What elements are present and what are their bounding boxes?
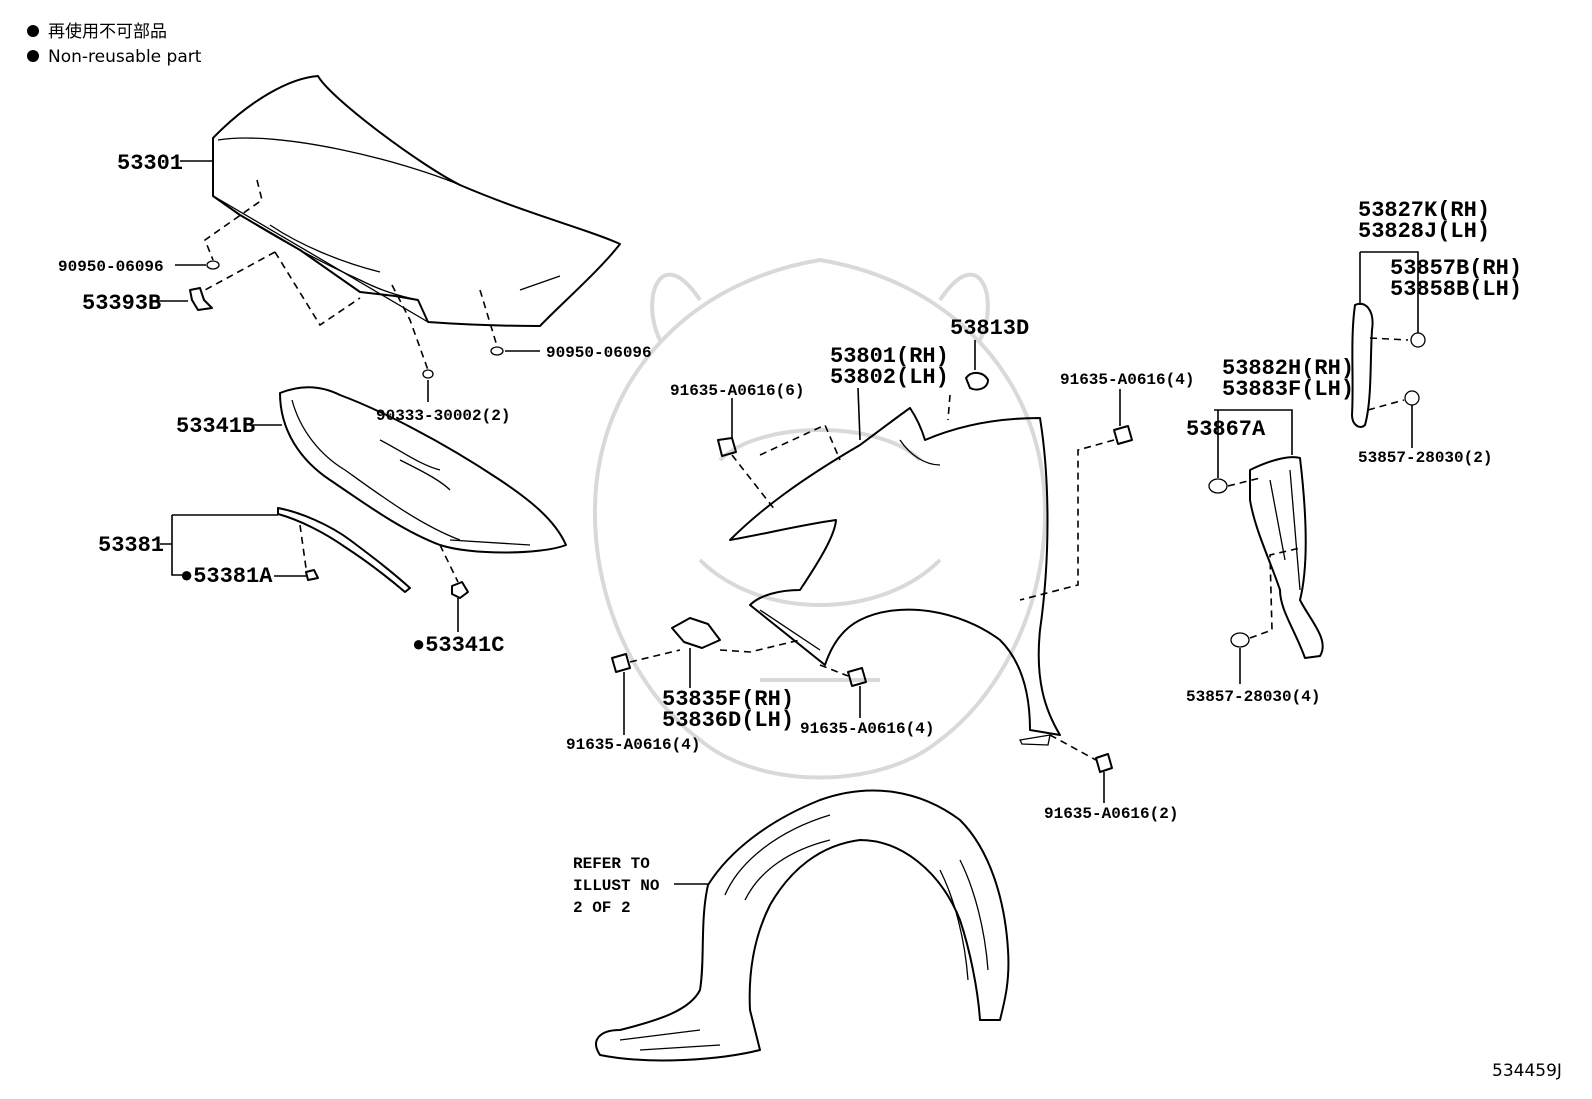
fender-bolts [611,372,1133,773]
label-53857-2: 53857-28030(2) [1358,449,1492,467]
hood-insulator [279,386,567,554]
label-91635-4a: 91635-A0616(4) [1060,371,1194,389]
label-53867A: 53867A [1186,417,1266,442]
label-53813D: 53813D [950,316,1029,341]
hood-seal [277,507,411,593]
label-53835F: 53835F(RH) [662,687,794,712]
part-labels: 53301 90950-06096 53393B 90950-06096 903… [58,151,1562,1081]
label-53301: 53301 [117,151,183,176]
label-53836D: 53836D(LH) [662,708,794,733]
diagram-id: 534459J [1492,1061,1562,1081]
legend-japanese: 再使用不可部品 [48,21,167,42]
legend-english: Non-reusable part [48,47,202,67]
label-91635-4c: 91635-A0616(4) [800,720,934,738]
fender-bracket [671,617,721,649]
label-53827K: 53827K(RH) [1358,198,1490,223]
label-53857B: 53857B(RH) [1390,256,1522,281]
label-53381A: ●53381A [180,564,273,589]
refer-note-line-3: 2 OF 2 [573,899,631,917]
fender-liner [595,789,1010,1062]
label-53858B: 53858B(LH) [1390,277,1522,302]
clips-hood-area [189,260,504,599]
front-fender [729,407,1061,746]
fender-seal [1208,456,1324,659]
leader-lines [156,160,1419,885]
label-91635-6: 91635-A0616(6) [670,382,804,400]
non-reusable-dot-icon [27,25,39,37]
label-53828J: 53828J(LH) [1358,219,1490,244]
label-53802: 53802(LH) [830,365,949,390]
legend: 再使用不可部品 Non-reusable part [27,21,202,67]
label-90333-30002: 90333-30002(2) [376,407,510,425]
label-53801: 53801(RH) [830,344,949,369]
hood-panel [212,75,621,327]
fender-dashes [629,394,1115,761]
refer-note-line-2: ILLUST NO [573,877,660,895]
label-90950-06096-a: 90950-06096 [58,258,164,276]
label-53341C: ●53341C [412,633,504,658]
label-53381: 53381 [98,533,164,558]
fender-side-seal [1351,302,1426,428]
label-53857-4: 53857-28030(4) [1186,688,1320,706]
label-53393B: 53393B [82,291,161,316]
watermark-logo [592,257,1048,780]
label-90950-06096-b: 90950-06096 [546,344,652,362]
label-91635-2: 91635-A0616(2) [1044,805,1178,823]
label-53882H: 53882H(RH) [1222,356,1354,381]
label-91635-4b: 91635-A0616(4) [566,736,700,754]
refer-note-line-1: REFER TO [573,855,650,873]
label-53341B: 53341B [176,414,255,439]
hood-dashes [204,179,498,583]
non-reusable-dot-icon [27,50,39,62]
label-53883F: 53883F(LH) [1222,377,1354,402]
